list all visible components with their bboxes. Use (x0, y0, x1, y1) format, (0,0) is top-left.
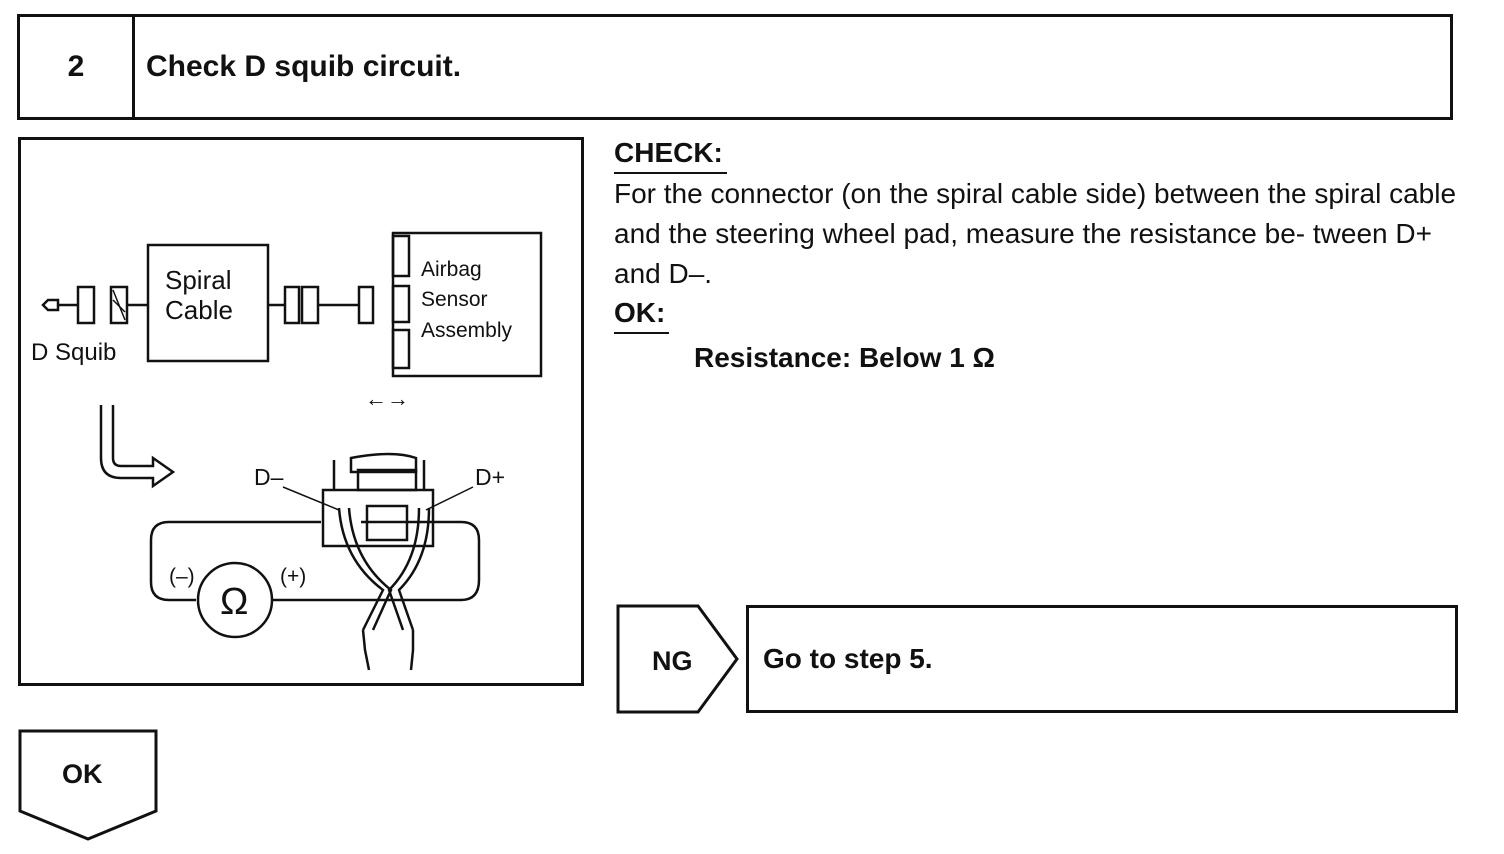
hook-arrow-icon (99, 405, 176, 489)
d-squib-connector (76, 285, 96, 325)
check-section: CHECK: For the connector (on the spiral … (614, 134, 1464, 378)
ohmmeter-icon (196, 561, 274, 639)
disconnect-arrows: ←→ (365, 386, 409, 411)
spiral-cable-box (146, 243, 270, 363)
airbag-label-line2: Sensor (421, 288, 488, 311)
ok-label: OK (62, 759, 103, 789)
d-minus-label: D– (254, 464, 284, 490)
check-heading: CHECK: (614, 134, 727, 174)
airbag-label-line3: Assembly (421, 319, 513, 342)
ng-action-box: Go to step 5. (746, 605, 1458, 713)
spiral-cable-label-line2: Cable (165, 295, 233, 325)
ohm-symbol: Ω (220, 581, 248, 623)
spiral-cable-label-line1: Spiral (165, 265, 231, 295)
step-title: Check D squib circuit. (146, 50, 462, 83)
d-squib-plug (41, 298, 60, 312)
step-header: 2 Check D squib circuit. (17, 14, 1453, 120)
check-instructions: For the connector (on the spiral cable s… (614, 178, 1457, 289)
wiring-diagram: ←→ Spiral Cable Airbag Sensor Assembly D… (31, 231, 543, 671)
meter-minus-label: (–) (169, 565, 195, 588)
step-number: 2 (20, 17, 135, 117)
ng-label: NG (652, 646, 693, 676)
meter-plus-label: (+) (280, 565, 306, 588)
resistance-spec: Resistance: Below 1 Ω (694, 342, 995, 373)
d-plus-label: D+ (475, 464, 505, 490)
ng-branch-arrow: NG (616, 604, 739, 714)
airbag-label-line1: Airbag (421, 258, 482, 281)
wiring-figure: ←→ Spiral Cable Airbag Sensor Assembly D… (18, 137, 584, 686)
ok-branch-arrow: OK (18, 729, 158, 841)
ok-heading: OK: (614, 294, 670, 334)
d-squib-label: D Squib (31, 339, 116, 366)
ng-action-text: Go to step 5. (763, 643, 933, 674)
